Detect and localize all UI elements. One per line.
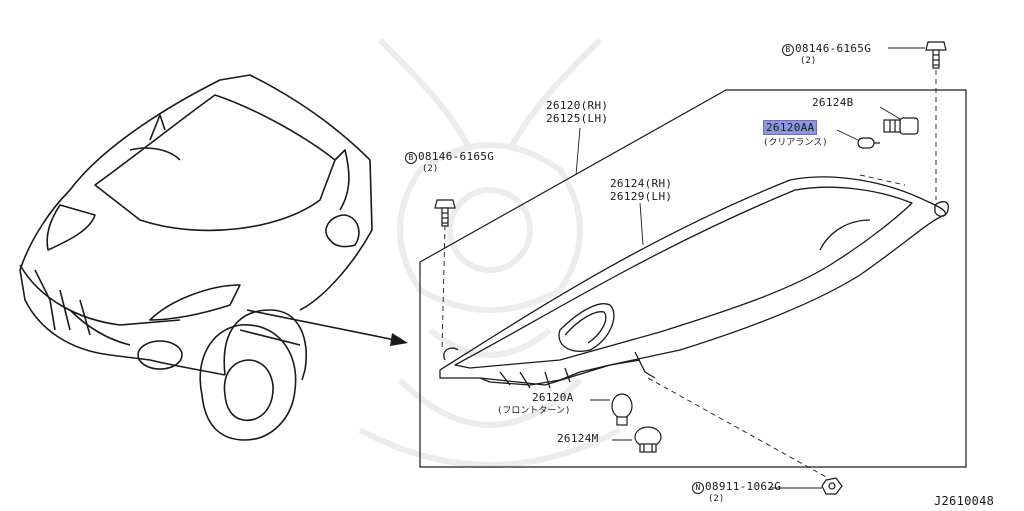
label-socket-m: 26124M <box>557 432 599 445</box>
qty-bolt-top: (2) <box>800 56 817 66</box>
label-housing-lh: 26129(LH) <box>610 190 673 203</box>
qty-bolt-left: (2) <box>422 164 439 174</box>
car-illustration <box>19 74 373 441</box>
nut <box>821 477 843 495</box>
headlamp-assembly <box>439 176 949 389</box>
diagram-id: J2610048 <box>934 494 995 508</box>
label-lamp-rh: 26120(RH) <box>546 99 609 112</box>
detail-frame <box>419 89 967 468</box>
prefix-n-circle: N <box>692 482 704 494</box>
label-bulb-turn: 26120A <box>532 391 574 404</box>
leader-lines <box>575 47 925 489</box>
label-socket-b: 26124B <box>812 96 854 109</box>
bolt-top <box>925 41 947 69</box>
alignment-lines <box>441 70 937 479</box>
pointer-arrow <box>246 309 408 346</box>
bulb-clearance <box>857 137 880 149</box>
label-bulb-clearance: 26120AA <box>763 120 818 135</box>
bolt-left <box>434 199 456 227</box>
qty-nut: (2) <box>708 494 725 504</box>
socket-m <box>634 426 662 453</box>
prefix-b-circle: B <box>782 44 794 56</box>
watermark-emblem <box>358 37 622 468</box>
highlighted-part-code: 26120AA <box>763 120 818 135</box>
socket-b <box>883 117 919 135</box>
label-lamp-lh: 26125(LH) <box>546 112 609 125</box>
bulb-turn <box>611 393 633 426</box>
prefix-b-circle: B <box>405 152 417 164</box>
note-bulb-clearance: (クリアランス) <box>763 138 828 148</box>
label-housing-rh: 26124(RH) <box>610 177 673 190</box>
note-bulb-turn: (フロントターン) <box>497 406 571 416</box>
